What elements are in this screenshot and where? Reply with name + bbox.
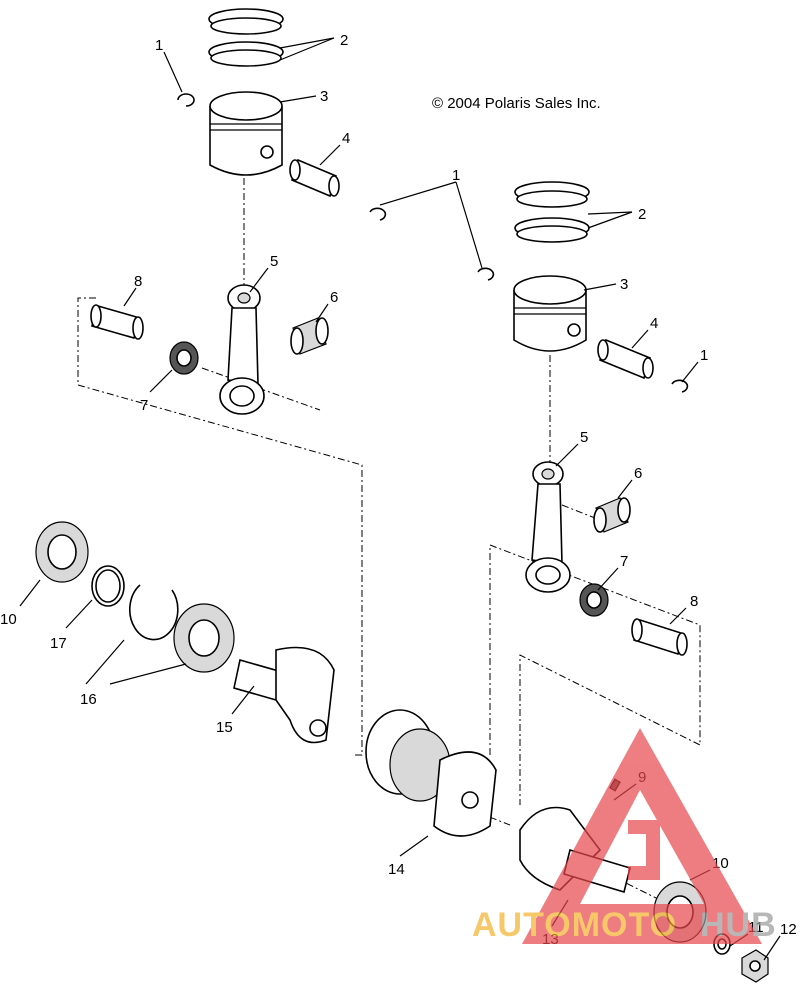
callout-16: 16 xyxy=(80,691,97,708)
circlip-left-top xyxy=(177,93,195,107)
watermark-text-automoto: AUTOMOTO xyxy=(472,906,677,944)
wrist-pin-left xyxy=(289,158,340,198)
callout-4-left: 4 xyxy=(342,130,350,147)
callout-17: 17 xyxy=(50,635,67,652)
pin-right-8 xyxy=(631,618,688,656)
callout-8-left: 8 xyxy=(134,273,142,290)
needle-bearing-right-small xyxy=(593,497,631,533)
callout-15: 15 xyxy=(216,719,233,736)
crank-half-15 xyxy=(233,646,335,744)
callout-3-right: 3 xyxy=(620,276,628,293)
callout-5-left: 5 xyxy=(270,253,278,270)
circlip-right-top xyxy=(477,267,495,281)
callout-7-left: 7 xyxy=(140,397,148,414)
needle-bearing-left-small xyxy=(290,317,329,355)
callout-5-right: 5 xyxy=(580,429,588,446)
callout-6-right: 6 xyxy=(634,465,642,482)
callout-labels: 1 2 3 4 1 2 3 4 1 5 6 8 7 5 6 7 8 10 17 … xyxy=(0,32,797,948)
snap-ring-17 xyxy=(91,565,125,607)
watermark-inner-mark-icon xyxy=(628,820,660,880)
callout-1-right: 1 xyxy=(700,347,708,364)
callout-14: 14 xyxy=(388,861,405,878)
callout-6-left: 6 xyxy=(330,289,338,306)
piston-rings-right xyxy=(514,181,590,243)
automotohub-watermark: AUTOMOTO HUB xyxy=(472,728,777,944)
nut-12 xyxy=(741,949,769,983)
callout-2-left: 2 xyxy=(340,32,348,49)
copyright-notice: © 2004 Polaris Sales Inc. xyxy=(432,95,601,112)
callout-2-right: 2 xyxy=(638,206,646,223)
needle-bearing-left-7 xyxy=(169,341,199,375)
callout-10-left: 10 xyxy=(0,611,17,628)
needle-bearing-right-7 xyxy=(579,583,609,617)
piston-right xyxy=(513,275,587,352)
leader-lines xyxy=(19,37,781,961)
circlip-right-pin xyxy=(671,379,689,393)
connecting-rod-left xyxy=(219,284,265,415)
callout-1-center: 1 xyxy=(452,167,460,184)
callout-7-right: 7 xyxy=(620,553,628,570)
main-bearing-16 xyxy=(173,603,235,673)
snap-ring-16 xyxy=(129,584,179,641)
crank-center-14 xyxy=(365,709,497,837)
watermark-text-hub: HUB xyxy=(700,906,777,944)
callout-1-top-left: 1 xyxy=(155,37,163,54)
callout-3-left: 3 xyxy=(320,88,328,105)
callout-4-right: 4 xyxy=(650,315,658,332)
callout-8-right: 8 xyxy=(690,593,698,610)
circlip-left-pin xyxy=(369,207,387,221)
piston-rings-left xyxy=(208,8,284,67)
pin-left-8 xyxy=(90,304,144,340)
watermark-triangle-icon xyxy=(522,728,762,944)
main-bearing-left xyxy=(35,521,89,583)
wrist-pin-right xyxy=(597,338,654,380)
connecting-rod-right xyxy=(525,461,571,593)
callout-12: 12 xyxy=(780,921,797,938)
piston-left xyxy=(209,91,283,176)
